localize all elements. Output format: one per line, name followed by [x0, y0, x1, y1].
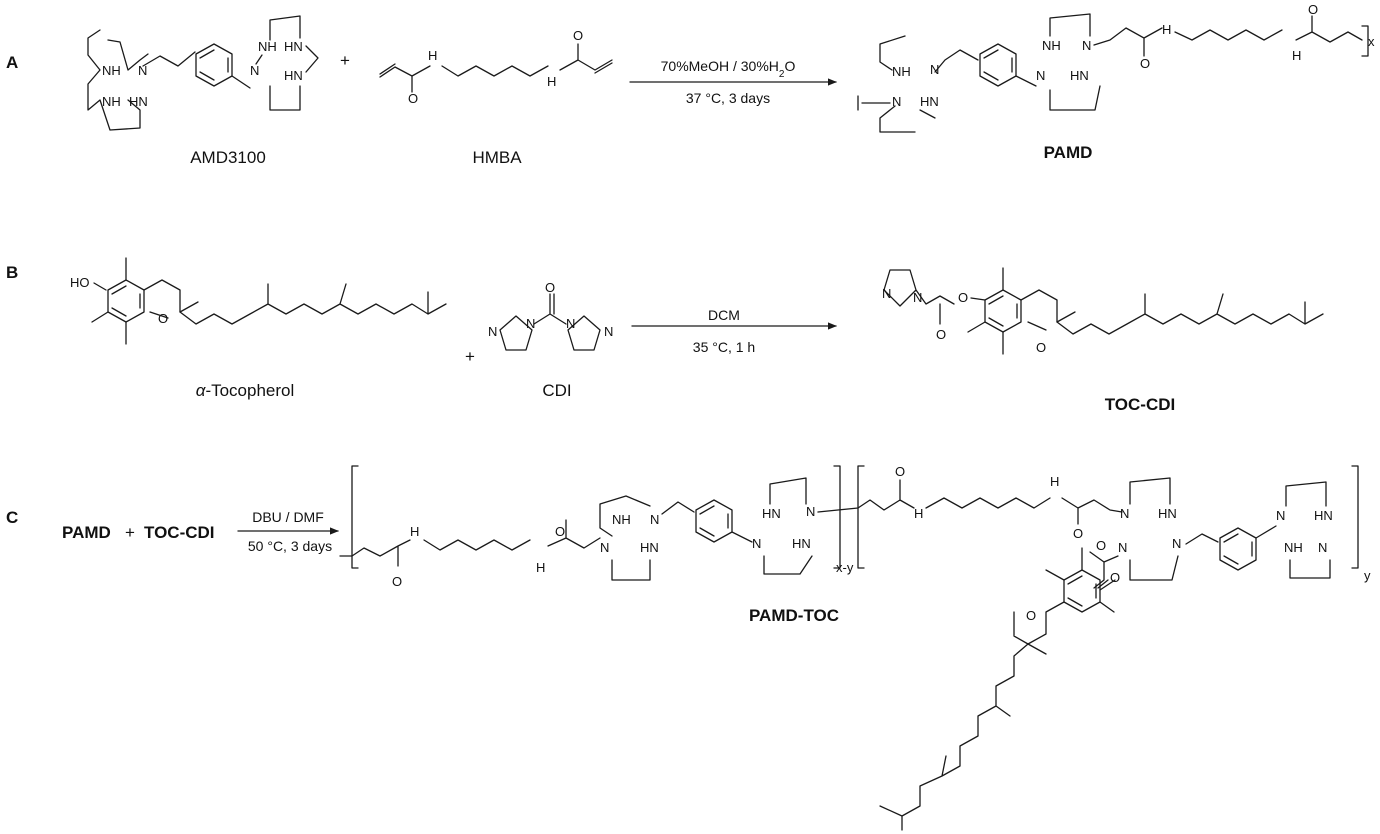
atom-o: O [895, 464, 905, 479]
atom-h: H [1162, 22, 1171, 37]
conditions-a-bottom: 37 °C, 3 days [686, 90, 770, 106]
atom-hn: HN [284, 68, 303, 83]
atom-n: N [604, 324, 613, 339]
reactant-name-toc-cdi: TOC-CDI [144, 523, 215, 542]
atom-hn: HN [792, 536, 811, 551]
atom-hn: HN [1314, 508, 1333, 523]
atom-ho: HO [70, 275, 90, 290]
atom-nh: NH [612, 512, 631, 527]
atom-h: H [914, 506, 923, 521]
atom-o: O [392, 574, 402, 589]
conditions-b-top: DCM [708, 307, 740, 323]
atom-n: N [1120, 506, 1129, 521]
atom-nh: NH [102, 94, 121, 109]
atom-nh: NH [1042, 38, 1061, 53]
atom-o: O [936, 327, 946, 342]
atom-hn: HN [762, 506, 781, 521]
cdi-structure: N N O N N [488, 280, 613, 351]
atom-hn: HN [1070, 68, 1089, 83]
atom-nh: NH [258, 39, 277, 54]
atom-h: H [547, 74, 556, 89]
atom-n: N [882, 286, 891, 301]
atom-nh: NH [102, 63, 121, 78]
conditions-b-bottom: 35 °C, 1 h [693, 339, 755, 355]
atom-h: H [428, 48, 437, 63]
panel-label-c: C [6, 508, 18, 527]
reaction-c: C PAMD + TOC-CDI DBU / DMF 50 °C, 3 days… [6, 464, 1371, 831]
reactant-name-cdi: CDI [542, 381, 571, 400]
atom-hn: HN [640, 540, 659, 555]
atom-n: N [250, 63, 259, 78]
atom-h: H [1050, 474, 1059, 489]
atom-n: N [752, 536, 761, 551]
reaction-b: B HO O α-Tocopherol + N N O N N CDI DCM … [6, 257, 1324, 414]
atom-o: O [1096, 538, 1106, 553]
product-name-pamd-toc: PAMD-TOC [749, 606, 839, 625]
amd3100-structure: NH NH N HN N NH HN HN [87, 15, 319, 131]
atom-o: O [545, 280, 555, 295]
atom-n: N [1036, 68, 1045, 83]
atom-o: O [1110, 570, 1120, 585]
product-name-toc-cdi: TOC-CDI [1105, 395, 1176, 414]
reaction-a: A NH NH N HN N NH HN HN AMD3100 + O [6, 2, 1375, 167]
conditions-c-top: DBU / DMF [252, 509, 324, 525]
atom-n: N [892, 94, 901, 109]
repeat-unit-y: y [1364, 568, 1371, 583]
atom-hn: HN [284, 39, 303, 54]
reactant-name-tocopherol: α-Tocopherol [196, 381, 295, 400]
atom-n: N [1118, 540, 1127, 555]
atom-n: N [566, 316, 575, 331]
atom-o: O [1308, 2, 1318, 17]
atom-h: H [410, 524, 419, 539]
conditions-c-bottom: 50 °C, 3 days [248, 538, 332, 554]
atom-n: N [138, 63, 147, 78]
atom-hn: HN [129, 94, 148, 109]
repeat-unit-x-y: x-y [836, 560, 854, 575]
conditions-a-top: 70%MeOH / 30%H2O [661, 58, 796, 80]
atom-h: H [536, 560, 545, 575]
atom-o: O [1073, 526, 1083, 541]
reactant-name-amd3100: AMD3100 [190, 148, 266, 167]
plus-sign: + [465, 347, 475, 366]
atom-h: H [1292, 48, 1301, 63]
pamd-structure: NH N N HN N NH N HN O H H O x [857, 2, 1375, 133]
atom-n: N [488, 324, 497, 339]
atom-o: O [1036, 340, 1046, 355]
atom-n: N [1082, 38, 1091, 53]
atom-n: N [1318, 540, 1327, 555]
repeat-unit-x: x [1368, 34, 1375, 49]
atom-n: N [913, 290, 922, 305]
atom-n: N [526, 316, 535, 331]
atom-nh: NH [892, 64, 911, 79]
atom-n: N [806, 504, 815, 519]
panel-label-b: B [6, 263, 18, 282]
panel-label-a: A [6, 53, 18, 72]
hmba-structure: O H H O [379, 28, 613, 106]
product-name-pamd: PAMD [1044, 143, 1093, 162]
atom-n: N [930, 62, 939, 77]
atom-o: O [573, 28, 583, 43]
toc-cdi-structure: N N O O O [882, 267, 1324, 355]
atom-n: N [1172, 536, 1181, 551]
plus-sign: + [125, 523, 135, 542]
atom-o: O [1026, 608, 1036, 623]
atom-n: N [650, 512, 659, 527]
atom-n: N [600, 540, 609, 555]
atom-n: N [1276, 508, 1285, 523]
atom-hn: HN [1158, 506, 1177, 521]
atom-o: O [958, 290, 968, 305]
atom-o: O [158, 311, 168, 326]
tocopherol-structure: HO O [70, 257, 447, 345]
atom-nh: NH [1284, 540, 1303, 555]
reactant-name-pamd: PAMD [62, 523, 111, 542]
atom-hn: HN [920, 94, 939, 109]
atom-o: O [555, 524, 565, 539]
plus-sign: + [340, 51, 350, 70]
reactant-name-hmba: HMBA [472, 148, 522, 167]
pamd-toc-structure: O H H O N NH N HN N HN HN N x-y O H [339, 464, 1371, 831]
atom-o: O [1140, 56, 1150, 71]
atom-o: O [408, 91, 418, 106]
